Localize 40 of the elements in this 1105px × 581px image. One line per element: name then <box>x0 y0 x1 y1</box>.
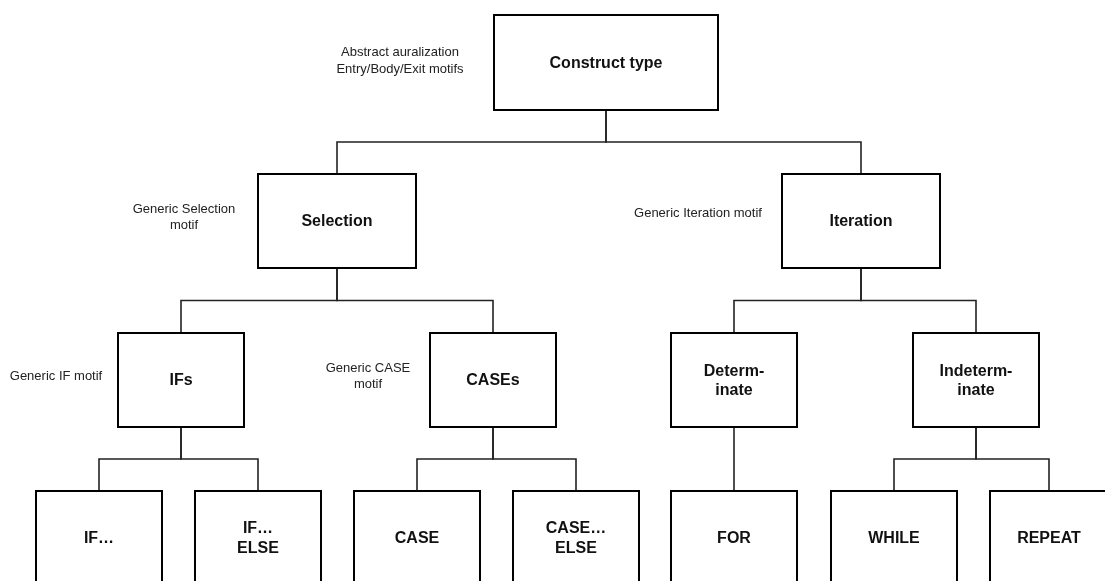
category-box <box>353 490 481 581</box>
node-label: IF… <box>83 527 115 548</box>
category-box <box>35 490 163 581</box>
category-box <box>830 490 958 581</box>
category-box <box>912 332 1040 428</box>
connector-line <box>336 268 494 333</box>
node-label: CASE <box>394 527 440 548</box>
category-box <box>670 490 798 581</box>
connector-line <box>180 427 259 491</box>
annotation-text: Generic IF motif <box>8 367 104 385</box>
connector-line <box>492 427 577 491</box>
node-label: Determ- inate <box>702 360 766 400</box>
annotation-text: Generic CASE motif <box>324 359 412 393</box>
node-label: WHILE <box>868 527 920 548</box>
node-label: REPEAT <box>1017 527 1081 548</box>
category-box <box>989 490 1105 581</box>
connector-line <box>733 427 735 491</box>
node-label: Construct type <box>549 52 663 73</box>
connector-line <box>975 427 1050 491</box>
category-box <box>493 14 719 111</box>
node-label: CASE… ELSE <box>544 518 608 557</box>
connector-line <box>605 110 862 174</box>
node-label: Indeterm- inate <box>938 360 1014 400</box>
category-box <box>429 332 557 428</box>
node-label: Selection <box>301 211 373 231</box>
node-label: FOR <box>717 527 751 548</box>
annotation-text: Generic Iteration motif <box>633 204 763 222</box>
category-box <box>257 173 417 269</box>
category-box <box>194 490 322 581</box>
node-label: IFs <box>169 370 193 390</box>
category-box <box>670 332 798 428</box>
connector-line <box>860 268 977 333</box>
annotation-text: Abstract auralization Entry/Body/Exit motifs <box>335 44 465 77</box>
annotation-text: Generic Selection motif <box>131 200 237 234</box>
category-box <box>117 332 245 428</box>
node-label: Iteration <box>829 211 893 231</box>
category-box <box>512 490 640 581</box>
node-label: IF… ELSE <box>236 518 280 557</box>
category-box <box>781 173 941 269</box>
node-label: CASEs <box>466 370 520 390</box>
